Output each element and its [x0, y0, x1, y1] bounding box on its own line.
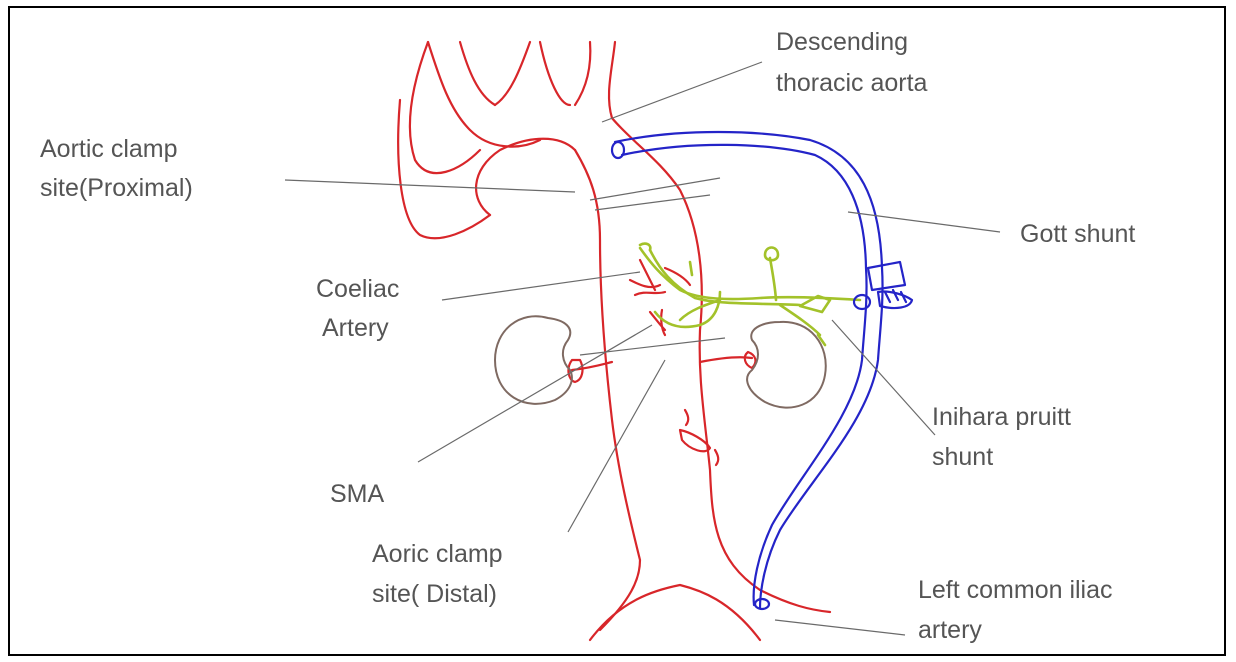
label-inihara-2: shunt — [932, 443, 993, 471]
label-iliac-1: Left common iliac — [918, 576, 1113, 604]
label-iliac-2: artery — [918, 616, 982, 644]
label-gott-shunt: Gott shunt — [1020, 220, 1135, 248]
label-coeliac-2: Artery — [322, 314, 389, 342]
labels: Descending thoracic aorta Aortic clamp s… — [40, 28, 1135, 644]
label-descending-aorta-2: thoracic aorta — [776, 69, 928, 97]
label-distal-clamp-1: Aoric clamp — [372, 540, 503, 568]
inihara-pruitt-shunt — [640, 244, 860, 345]
label-inihara-1: Inihara pruitt — [932, 403, 1071, 431]
gott-shunt — [612, 132, 912, 609]
label-distal-clamp-2: site( Distal) — [372, 580, 497, 608]
label-sma: SMA — [330, 480, 385, 508]
label-proximal-clamp-2: site(Proximal) — [40, 174, 193, 202]
kidneys — [495, 316, 826, 407]
label-descending-aorta-1: Descending — [776, 28, 908, 56]
label-coeliac-1: Coeliac — [316, 275, 399, 303]
label-proximal-clamp-1: Aortic clamp — [40, 135, 178, 163]
